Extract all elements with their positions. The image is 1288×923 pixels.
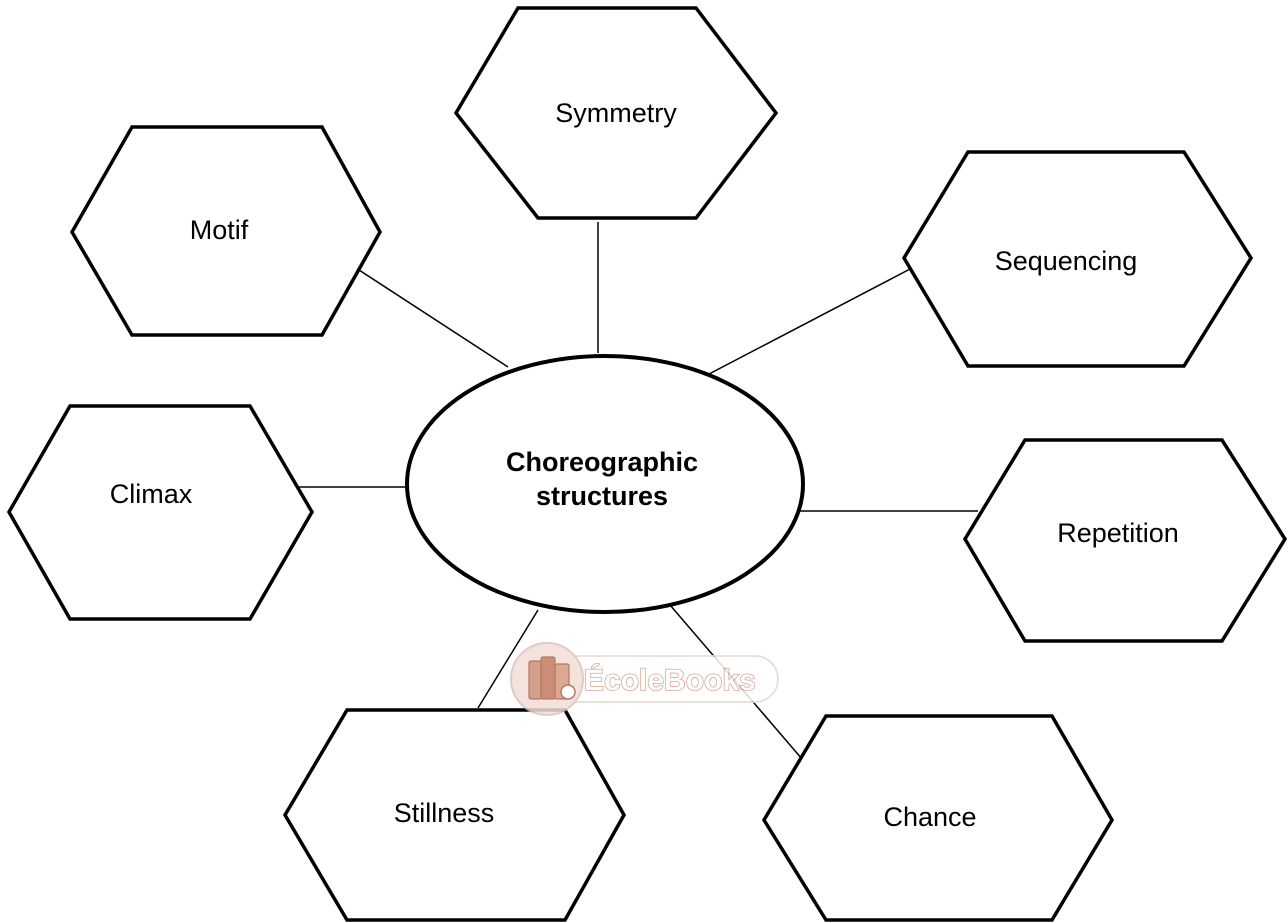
repetition-hexagon bbox=[962, 438, 1288, 643]
repetition-label: Repetition bbox=[1057, 518, 1179, 548]
node-motif: Motif bbox=[69, 125, 383, 337]
connector-stillness bbox=[477, 609, 539, 709]
motif-label: Motif bbox=[190, 215, 249, 245]
node-stillness: Stillness bbox=[282, 708, 627, 922]
symmetry-hexagon bbox=[453, 6, 779, 220]
sequencing-hexagon bbox=[901, 150, 1254, 368]
node-repetition: Repetition bbox=[962, 438, 1288, 643]
chance-label: Chance bbox=[883, 802, 976, 832]
center-label-line2: structures bbox=[536, 481, 668, 511]
climax-label: Climax bbox=[110, 479, 193, 509]
motif-hexagon bbox=[69, 125, 383, 337]
node-symmetry: Symmetry bbox=[453, 6, 779, 220]
sequencing-label: Sequencing bbox=[995, 246, 1138, 276]
connector-sequencing bbox=[687, 267, 913, 386]
center-label-line1: Choreographic bbox=[506, 447, 698, 477]
center-node: Choreographic structures bbox=[405, 354, 805, 614]
chance-hexagon bbox=[761, 714, 1115, 922]
symmetry-label: Symmetry bbox=[555, 98, 677, 128]
hexagon-nodes: Symmetry Motif Sequencing Climax Repetit… bbox=[6, 6, 1288, 922]
climax-hexagon bbox=[6, 404, 315, 621]
stillness-label: Stillness bbox=[394, 798, 495, 828]
node-climax: Climax bbox=[6, 404, 315, 621]
connector-motif bbox=[335, 254, 509, 368]
node-chance: Chance bbox=[761, 714, 1115, 922]
node-sequencing: Sequencing bbox=[901, 150, 1254, 368]
book-icon bbox=[528, 656, 576, 700]
watermark-text: ÉcoleBooks bbox=[584, 663, 756, 697]
center-ellipse bbox=[405, 354, 805, 614]
watermark: ÉcoleBooks bbox=[510, 642, 779, 716]
